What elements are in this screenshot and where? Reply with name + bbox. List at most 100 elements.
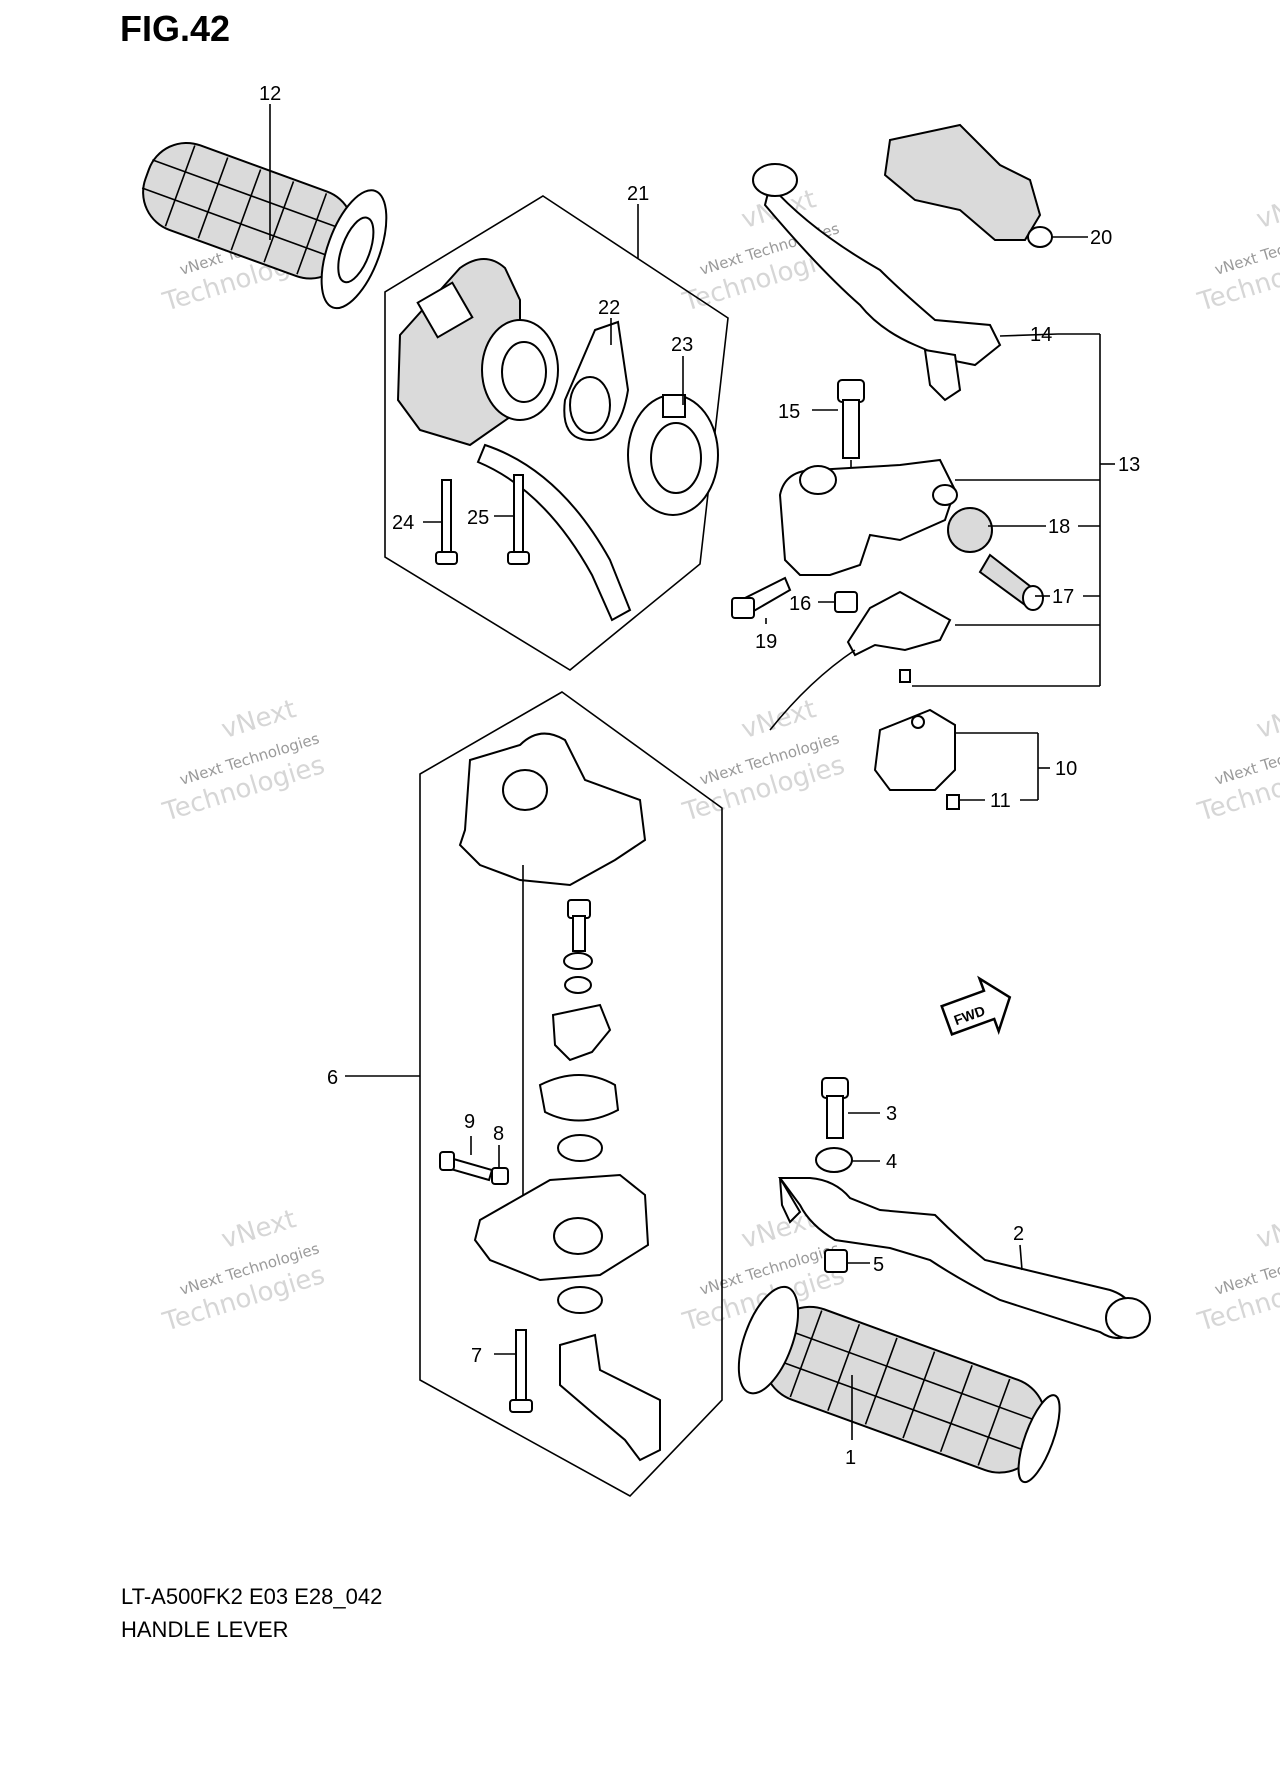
callout-3: 3: [886, 1103, 897, 1125]
callout-21: 21: [627, 183, 649, 205]
watermark-group: vNext vNext Technologies Technologies vN…: [159, 184, 1280, 1338]
grip-bottom-right: [737, 1285, 1061, 1484]
holder-13-pivot: [932, 484, 958, 506]
callout-17: 17: [1052, 586, 1074, 608]
spacer-4: [815, 1147, 853, 1173]
leader-lines: [269, 104, 1115, 1440]
throttle-housing-lower-bore: [553, 1217, 603, 1255]
callout-9: 9: [464, 1111, 475, 1133]
pivot-bolt-3-shank: [826, 1095, 844, 1139]
watermark-vnext: vNext: [1253, 1204, 1280, 1255]
throttle-washer-1: [563, 952, 593, 970]
switch-10-body: [873, 708, 956, 791]
switch-assembly-frame: [384, 195, 729, 671]
fwd-arrow: FWD: [940, 975, 1012, 1036]
lever-cover-20-body: [883, 123, 1042, 241]
thumb-lever: [557, 1286, 661, 1462]
screw-7-shank: [515, 1329, 527, 1406]
callout-15: 15: [778, 401, 800, 423]
throttle-washer-2: [564, 976, 592, 994]
throttle-housing-upper: [458, 732, 647, 887]
callout-23: 23: [671, 334, 693, 356]
bolt-17-head: [1022, 585, 1044, 611]
grip-top-left: [141, 141, 388, 310]
screw-25: [507, 474, 530, 565]
callout-24: 24: [392, 512, 414, 534]
screw-25-head: [507, 551, 530, 565]
throttle-spring: [538, 1074, 620, 1122]
callout-11: 11: [990, 790, 1011, 812]
collar-22-hole: [569, 376, 611, 434]
ring-23: [627, 394, 719, 516]
lever-14-ball: [752, 163, 798, 197]
grip-end-cap: [1017, 1394, 1061, 1484]
pin-15: [837, 379, 865, 470]
lever-2-ball: [1105, 1297, 1151, 1339]
grip-pattern: [141, 145, 355, 275]
callout-8: 8: [493, 1123, 504, 1145]
callout-19: 19: [755, 631, 777, 653]
switch-10-plug: [911, 715, 925, 729]
callout-22: 22: [598, 297, 620, 319]
bolt-19-head: [731, 597, 755, 619]
lever-2-tab: [779, 1177, 802, 1224]
pin-15-head: [837, 379, 865, 403]
thumb-lever-seal: [557, 1286, 603, 1314]
callout-2: 2: [1013, 1223, 1024, 1245]
callout-labels: 12 21 22 23 24 25 20 14 13 18 17 15 16 1…: [259, 83, 1140, 1469]
watermark-vnext: vNext: [1253, 184, 1280, 235]
screw-24-shank: [441, 479, 452, 556]
callout-7: 7: [471, 1345, 482, 1367]
switch-button: [416, 281, 474, 339]
callout-12: 12: [259, 83, 281, 105]
switch-13: [769, 590, 952, 731]
nut-5: [824, 1249, 848, 1273]
diagram-name: HANDLE LEVER: [121, 1617, 289, 1642]
screw-24: [435, 479, 458, 565]
model-code: LT-A500FK2 E03 E28_042: [121, 1584, 383, 1609]
collar-22: [563, 320, 630, 442]
switch-housing: [396, 258, 632, 622]
throttle-cam: [551, 1003, 612, 1062]
switch-13-body: [846, 590, 952, 657]
screw-11: [946, 794, 960, 810]
screw-11-body: [946, 794, 960, 810]
screw-7: [509, 1329, 533, 1413]
thumb-lever-body: [559, 1333, 661, 1462]
nut-5-body: [824, 1249, 848, 1273]
callout-25: 25: [467, 507, 489, 529]
lever-14-blade: [763, 182, 1002, 367]
callout-13: 13: [1118, 454, 1140, 476]
switch-13-wire: [769, 649, 856, 731]
watermark-vnext: vNext: [1253, 694, 1280, 745]
bolt-19: [731, 576, 792, 619]
nut-16-body: [834, 591, 858, 613]
switch-cable: [476, 443, 632, 622]
spacer-4-body: [815, 1147, 853, 1173]
throttle-housing-upper-boss: [502, 769, 548, 811]
callout-18: 18: [1048, 516, 1070, 538]
switch-10: [873, 708, 956, 791]
lever-14-pivot: [923, 348, 962, 402]
switch-13-screw: [899, 669, 911, 683]
throttle-housing-upper-body: [458, 732, 647, 887]
grip-opening: [337, 216, 375, 284]
callout-20: 20: [1090, 227, 1112, 249]
throttle-screw-shank: [572, 915, 586, 952]
screw-9-head: [439, 1151, 455, 1171]
figure-title: FIG.42: [120, 8, 231, 49]
screw-24-head: [435, 551, 458, 565]
lever-14: [752, 163, 1002, 402]
lever-2: [778, 1177, 1151, 1339]
ring-23-inner: [650, 422, 702, 494]
callout-10: 10: [1055, 758, 1077, 780]
bolt-17: [978, 553, 1044, 611]
pin-15-shank: [842, 399, 860, 459]
grip-flange-2: [737, 1285, 800, 1395]
holder-13-bore: [799, 465, 837, 495]
throttle-seal: [557, 1134, 603, 1162]
adjuster-18-wheel: [947, 507, 993, 553]
pivot-bolt-3: [821, 1077, 849, 1139]
